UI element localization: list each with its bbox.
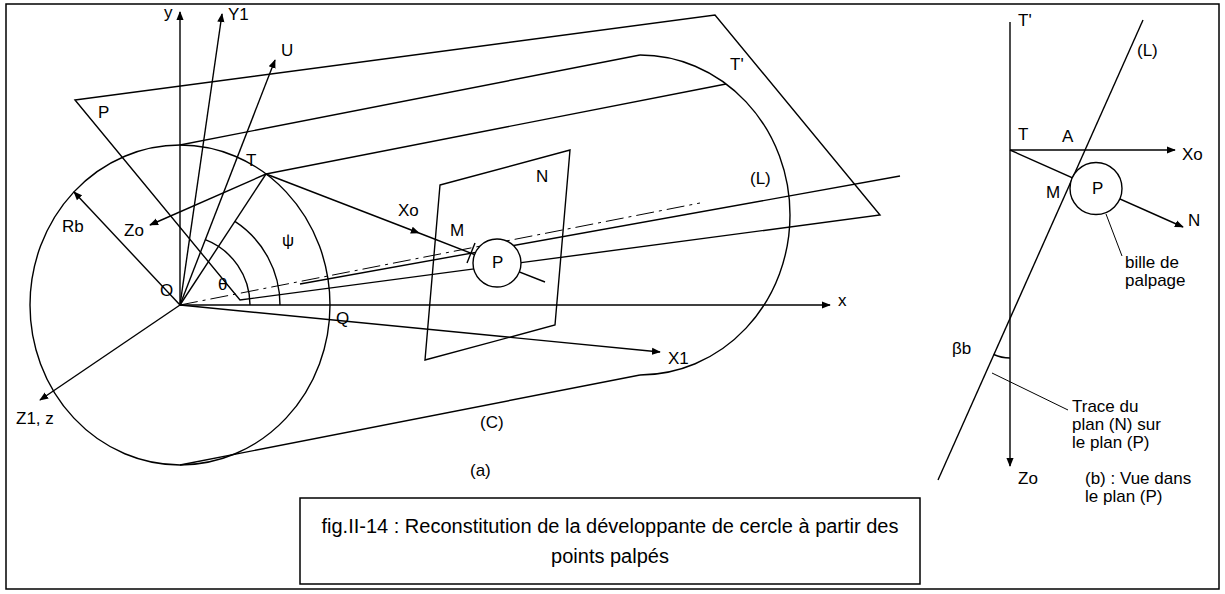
point-label: P <box>1091 180 1104 198</box>
probe-ball <box>1070 163 1122 215</box>
line-label: (L) <box>1137 42 1158 60</box>
radius-label: Rb <box>62 218 84 236</box>
point-label: O <box>160 282 173 300</box>
leader-line <box>1106 214 1122 256</box>
plane-label: P <box>98 104 109 122</box>
tangent-generator <box>266 84 726 174</box>
zo-axis <box>150 174 266 225</box>
far-circle-arc <box>640 55 790 375</box>
y1-axis <box>180 14 222 305</box>
probe-ball <box>473 239 521 287</box>
view-label: (b) : Vue dans le plan (P) <box>1085 470 1197 506</box>
note-text: bille de palpage <box>1125 254 1200 290</box>
y-axis <box>179 12 180 305</box>
theta-arc <box>205 240 250 305</box>
axis-label: Y1 <box>228 6 249 24</box>
point-label: T <box>246 152 256 170</box>
point-label: T <box>1018 126 1028 144</box>
figure-caption: fig.II-14 : Reconstitution de la dévelop… <box>310 511 910 571</box>
axis-label: Xo <box>398 202 419 220</box>
xo-axis <box>1010 149 1175 150</box>
axis-label: x <box>838 292 847 310</box>
vector-label: N <box>1188 212 1200 230</box>
x1-axis <box>180 305 660 352</box>
tangent-plane <box>75 15 880 300</box>
circle-label: (C) <box>480 414 504 432</box>
line-l <box>300 176 900 284</box>
psi-arc <box>235 221 280 305</box>
axis-label: Xo <box>1182 146 1203 164</box>
point-label: T' <box>730 56 744 74</box>
axis-label: Zo <box>124 222 144 240</box>
point-label: P <box>491 254 504 272</box>
point-label: Q <box>336 310 349 328</box>
cylinder-generator <box>180 55 640 145</box>
angle-label: θ <box>218 276 227 294</box>
cylinder-axis <box>180 203 700 305</box>
cylinder-generator <box>180 375 640 465</box>
point-label: M <box>1046 184 1060 202</box>
point-label: A <box>1062 128 1073 146</box>
zo-axis <box>1009 22 1010 466</box>
radius-arrow <box>74 192 180 305</box>
plane-label: N <box>536 168 548 186</box>
note-text: Trace du plan (N) sur le plan (P) <box>1072 398 1167 452</box>
leader-line <box>992 373 1068 410</box>
axis-label: U <box>281 42 293 60</box>
line-label: (L) <box>750 170 771 188</box>
view-label: (a) <box>470 462 491 480</box>
axis-label: X1 <box>668 350 689 368</box>
beta-arc <box>994 355 1010 359</box>
axis-label: y <box>164 4 173 22</box>
axis-label: Z1, z <box>16 410 54 428</box>
z-axis <box>40 305 180 400</box>
point-label: T' <box>1018 12 1032 30</box>
xo-axis <box>266 174 419 233</box>
normal-plane <box>425 150 570 360</box>
axis-label: Zo <box>1018 470 1038 488</box>
x-axis <box>180 304 830 305</box>
angle-label: βb <box>952 340 971 358</box>
caption-frame <box>300 498 920 584</box>
outer-frame <box>6 4 1219 589</box>
u-vector <box>180 60 275 305</box>
normal-arrow <box>1010 150 1183 227</box>
point-label: M <box>450 222 464 240</box>
angle-label: ψ <box>282 232 294 250</box>
